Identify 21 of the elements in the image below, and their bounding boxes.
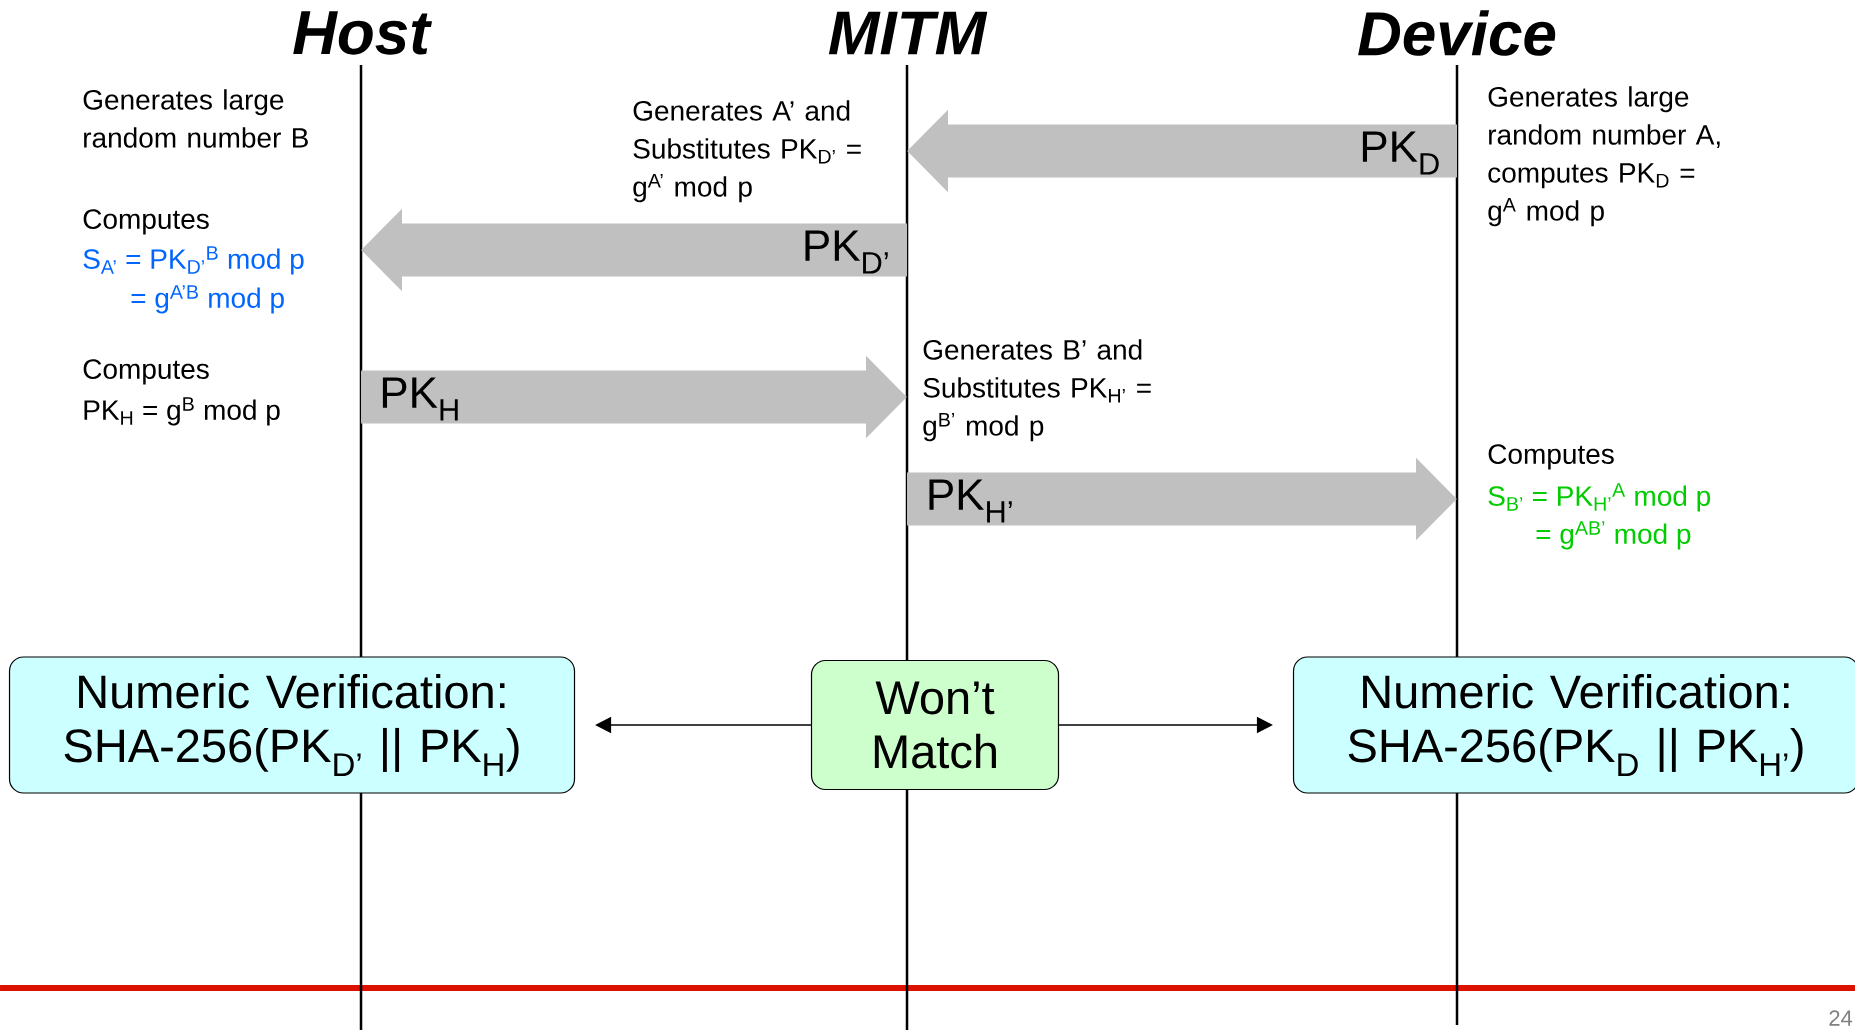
formula-text: S$_{B’}$ = PK$_{H’}$$^{A}$ mod p bbox=[1488, 483, 1711, 512]
verification-box: Numeric Verification: SHA-256(PK$_{D’}$ || PK$_{H}$) bbox=[8, 656, 576, 794]
page-number: 24 bbox=[1829, 1010, 1853, 1026]
note-text: Generates large random number B bbox=[83, 89, 308, 148]
formula-text: = g$^{AB’}$ mod p bbox=[1536, 521, 1691, 550]
participant-label: Host bbox=[293, 11, 432, 55]
note-text: Computes bbox=[1488, 444, 1614, 470]
note-text: Generates B’ and Substitutes PK$_{H’}$ = g$^{B’}$ mod p bbox=[923, 339, 1151, 442]
participant-label: Device bbox=[1358, 10, 1556, 56]
edge-label: PK$_{H’}$ bbox=[924, 478, 1016, 524]
note-text: Generates large random number A, computes PK$_{D}$ = g$^{A}$ mod p bbox=[1488, 86, 1720, 227]
edge-label: PK$_{D}$ bbox=[1358, 130, 1442, 176]
note-text: Generates A’ and Substitutes PK$_{D’}$ = g$^{A’}$ mod p bbox=[633, 100, 861, 203]
note-text: Computes bbox=[83, 359, 209, 385]
note-text: Computes bbox=[83, 209, 209, 235]
participant-label: MITM bbox=[828, 11, 988, 55]
result-box: Won’t Match bbox=[810, 659, 1060, 791]
edge-label: PK$_{H}$ bbox=[378, 376, 462, 422]
verification-box: Numeric Verification: SHA-256(PK$_{D}$ || PK$_{H’}$) bbox=[1292, 656, 1855, 794]
edge-label: PK$_{D’}$ bbox=[800, 229, 892, 275]
formula-text: S$_{A’}$ = PK$_{D’}$$^{B}$ mod p bbox=[83, 246, 304, 275]
